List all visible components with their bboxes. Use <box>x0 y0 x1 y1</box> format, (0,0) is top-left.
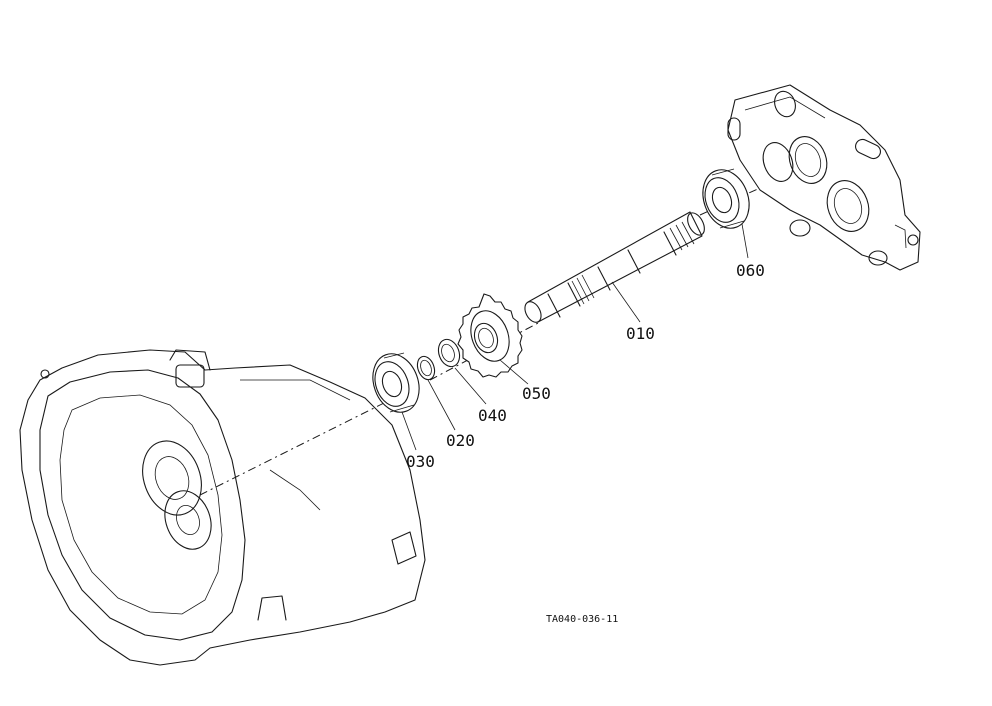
part-010-shaft <box>524 211 705 323</box>
figure-id: TA040-036-11 <box>546 614 618 625</box>
callout-030: 030 <box>406 452 435 471</box>
callout-020: 020 <box>446 431 475 450</box>
part-050-gear <box>457 293 523 378</box>
part-040-ring <box>437 338 461 368</box>
part-030-bearing <box>372 352 420 413</box>
callout-050: 050 <box>522 384 551 403</box>
part-020-circlip <box>416 355 436 381</box>
leader-lines <box>401 223 749 451</box>
part-060-bearing <box>702 168 750 229</box>
callout-060: 060 <box>736 261 765 280</box>
callout-040: 040 <box>478 406 507 425</box>
callout-010: 010 <box>626 324 655 343</box>
rear-cover-plate <box>727 84 921 271</box>
transmission-case <box>19 349 426 666</box>
